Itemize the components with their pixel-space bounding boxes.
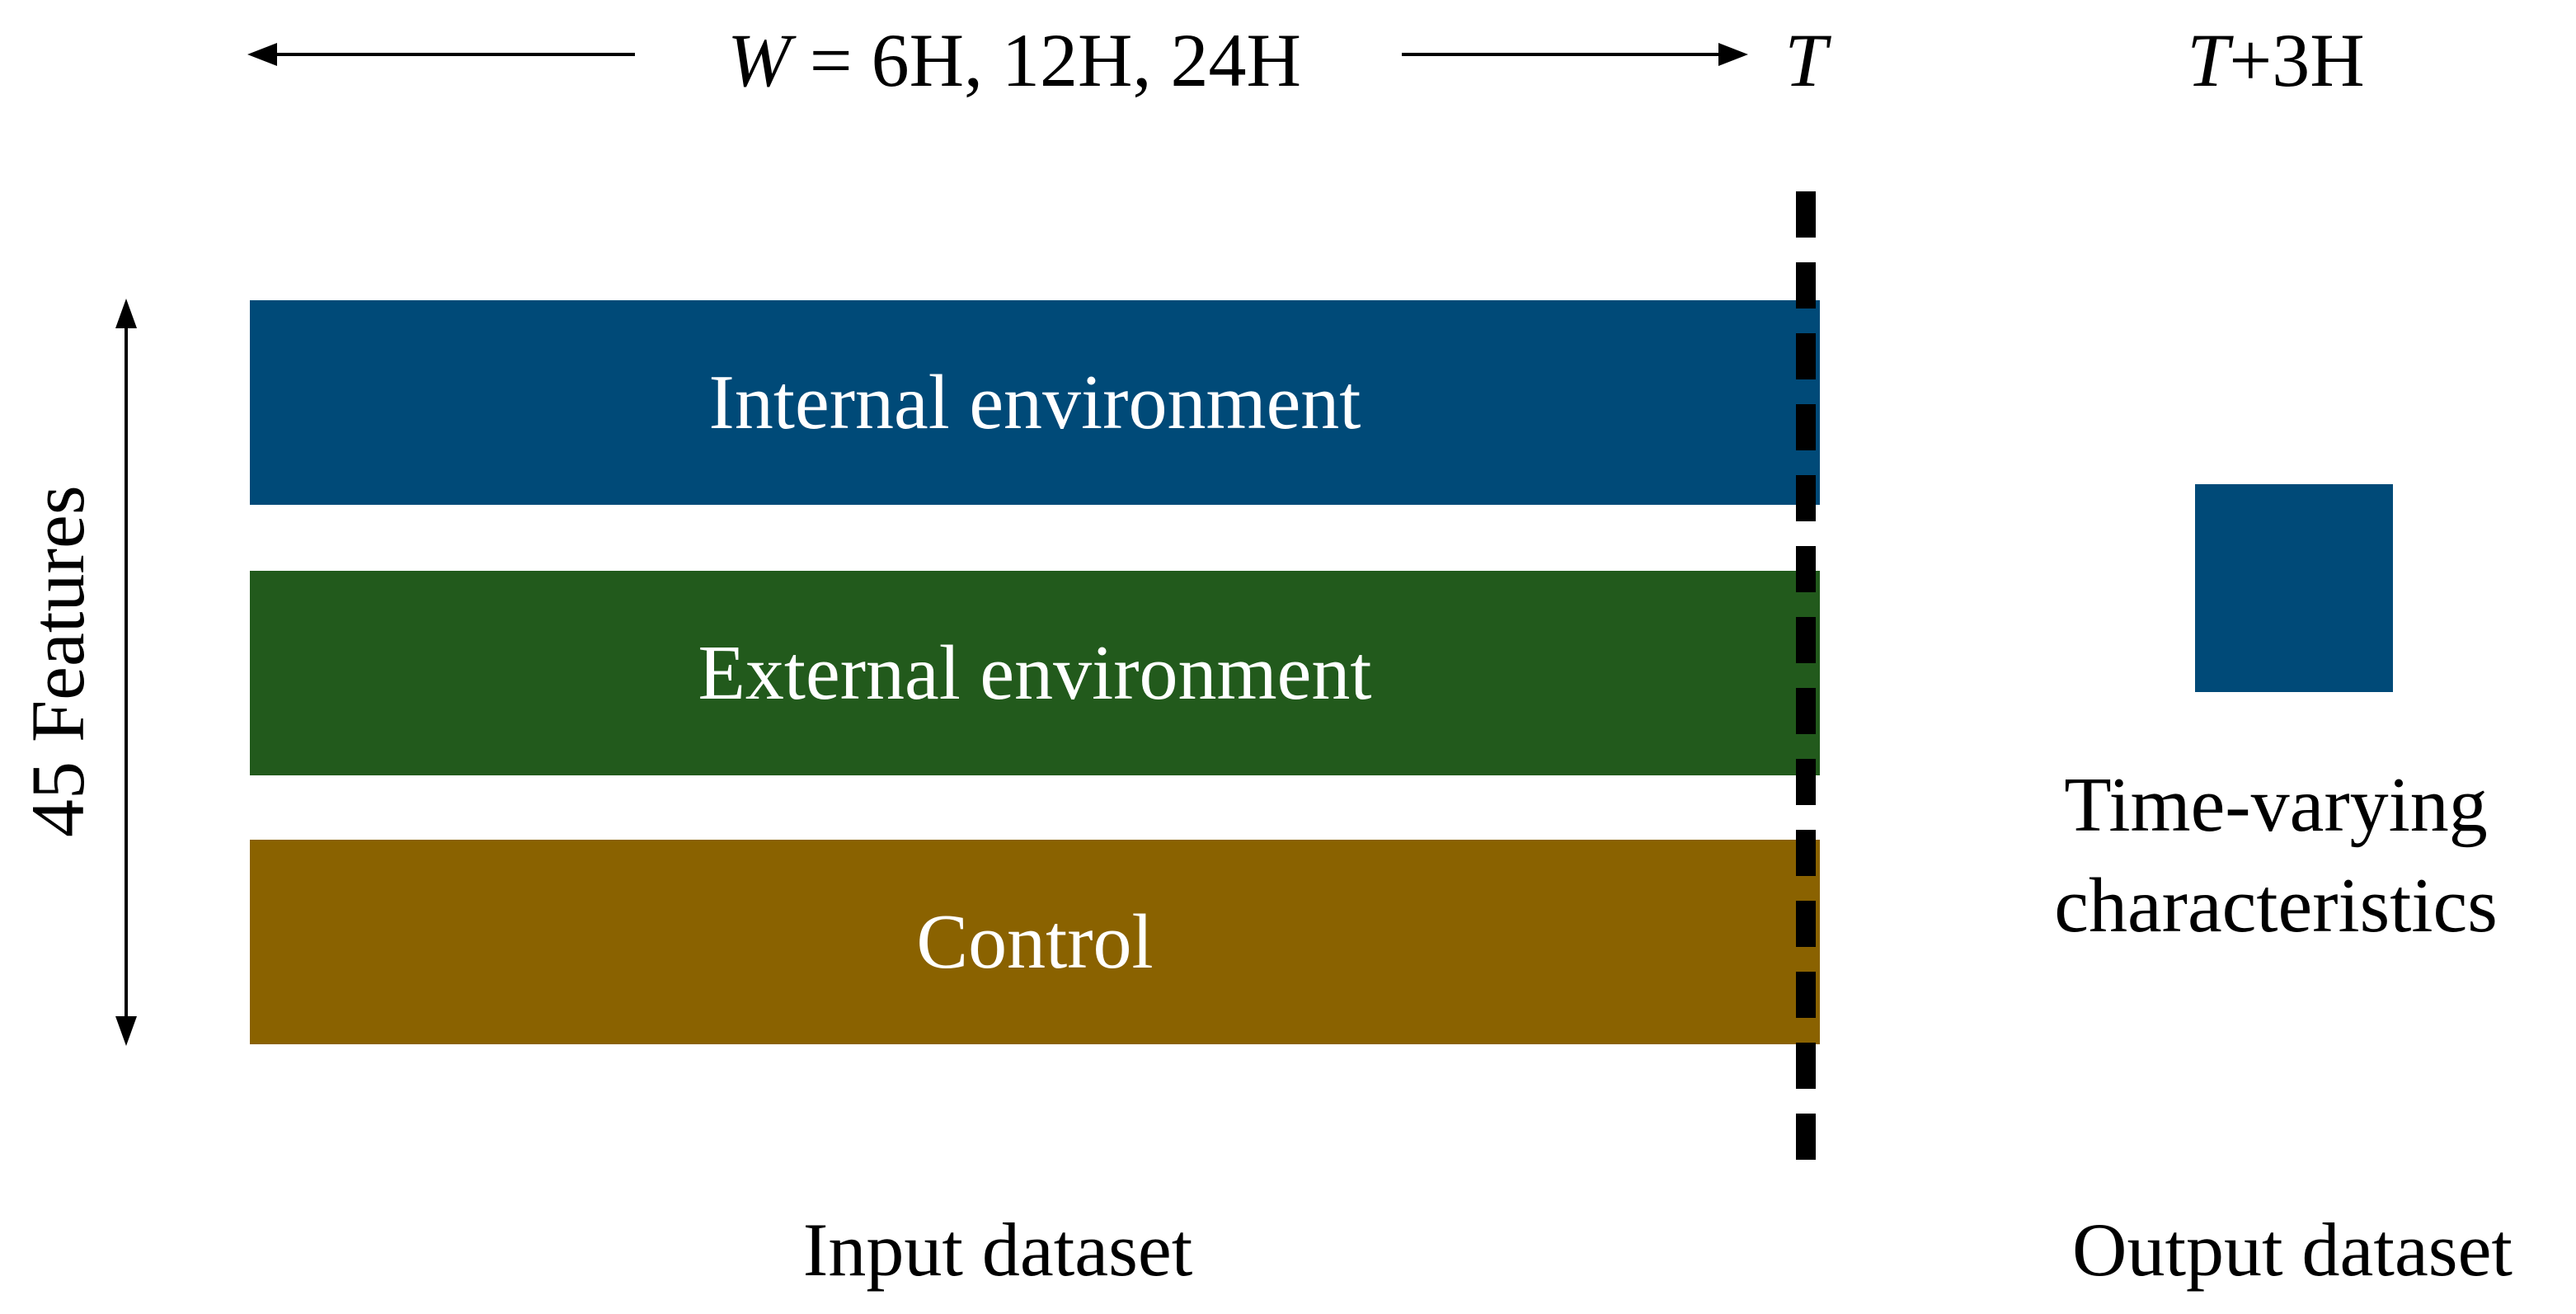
- bar-external-environment: External environment: [250, 571, 1820, 775]
- window-variable: W: [727, 18, 791, 102]
- bar-internal-environment: Internal environment: [250, 300, 1820, 505]
- features-double-arrow: [115, 299, 137, 1046]
- output-dataset-label: Output dataset: [2072, 1208, 2513, 1292]
- cutoff-time-label: T: [1784, 18, 1827, 102]
- prediction-time-offset: +3H: [2229, 18, 2365, 102]
- output-square: [2195, 484, 2393, 692]
- bar-label: Control: [916, 899, 1154, 985]
- bar-label: Internal environment: [708, 360, 1361, 445]
- prediction-time-variable: T: [2187, 18, 2230, 102]
- prediction-time-label: T+3H: [2144, 15, 2408, 106]
- bar-control: Control: [250, 840, 1820, 1044]
- window-values: = 6H, 12H, 24H: [790, 18, 1301, 102]
- window-size-label: W = 6H, 12H, 24H: [643, 15, 1385, 106]
- right-arrow: [1402, 43, 1748, 66]
- left-arrow: [247, 43, 635, 66]
- output-caption-line1: Time-varying: [2064, 762, 2488, 848]
- input-dataset-label: Input dataset: [802, 1208, 1193, 1292]
- features-count-label: 45 Features: [16, 485, 100, 837]
- output-caption: Time-varying characteristics: [1995, 755, 2556, 969]
- output-caption-line2: characteristics: [2054, 863, 2498, 949]
- bar-label: External environment: [698, 630, 1372, 716]
